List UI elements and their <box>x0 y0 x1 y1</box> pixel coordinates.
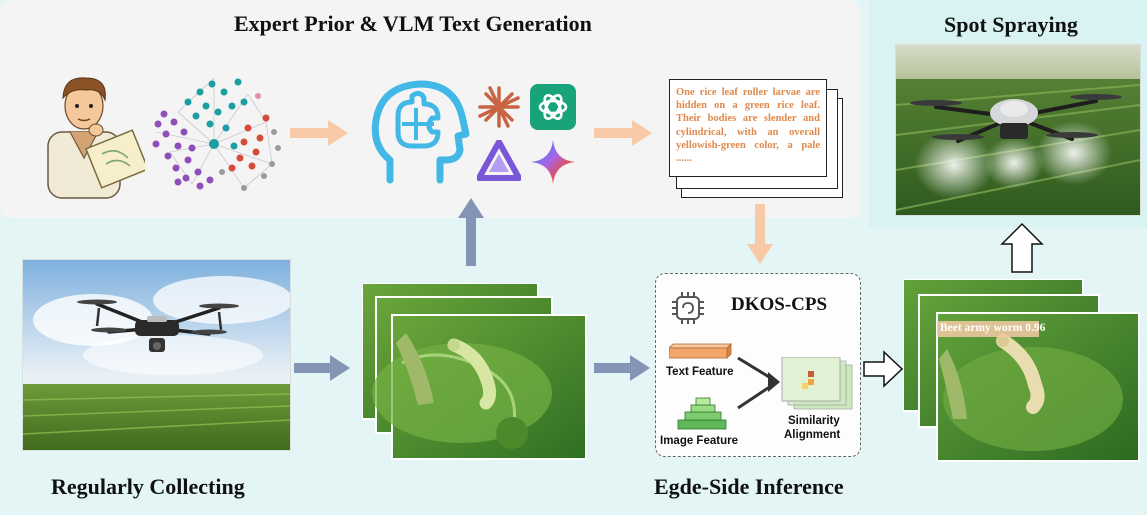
expert-prior-title: Expert Prior & VLM Text Generation <box>234 11 592 36</box>
generated-text-document: One rice leaf roller larvae are hidden o… <box>669 79 827 177</box>
dkos-cps-label: DKOS-CPS <box>731 294 828 315</box>
text-feature-label: Text Feature <box>666 366 734 378</box>
image-feature-label: Image Feature <box>660 435 738 447</box>
knowledge-graph-icon <box>152 77 281 191</box>
detection-result-stack <box>903 279 1140 462</box>
hollow-arrow-to-spraying <box>1000 222 1044 273</box>
similarity-label-line1: Similarity <box>788 415 840 427</box>
edge-inference-title: Egde-Side Inference <box>654 474 844 499</box>
feature-fusion-arrows <box>737 356 780 410</box>
blue-arrow-to-images <box>294 355 350 381</box>
text-feature-bar <box>669 343 732 359</box>
claude-logo-icon <box>478 86 520 128</box>
spot-spraying-title: Spot Spraying <box>944 12 1078 37</box>
similarity-map-icon <box>781 357 853 410</box>
expert-illustration <box>47 77 145 199</box>
generated-description-text: One rice leaf roller larvae are hidden o… <box>676 87 820 165</box>
hollow-arrow-to-detection <box>863 350 904 388</box>
model-logo-triangle-icon <box>477 140 521 181</box>
chatgpt-logo-icon <box>530 84 576 130</box>
collecting-drone-photo <box>22 259 291 451</box>
image-feature-pyramid <box>677 397 727 430</box>
brain-puzzle-icon <box>371 80 470 184</box>
spraying-drone-photo <box>895 44 1141 216</box>
gemini-logo-icon <box>531 140 575 184</box>
blue-arrow-to-dkos <box>594 355 650 381</box>
orange-arrow-to-brain <box>290 120 348 146</box>
similarity-label-line2: Alignment <box>784 429 841 441</box>
detection-label: Beet army worm 0.96 <box>940 322 1046 334</box>
chip-icon <box>672 292 704 324</box>
collected-leaf-image-stack <box>362 283 587 460</box>
regularly-collecting-title: Regularly Collecting <box>51 474 245 499</box>
orange-arrow-down-to-dkos <box>747 204 773 264</box>
blue-arrow-up-to-vlm <box>458 198 484 266</box>
orange-arrow-to-text <box>594 120 652 146</box>
